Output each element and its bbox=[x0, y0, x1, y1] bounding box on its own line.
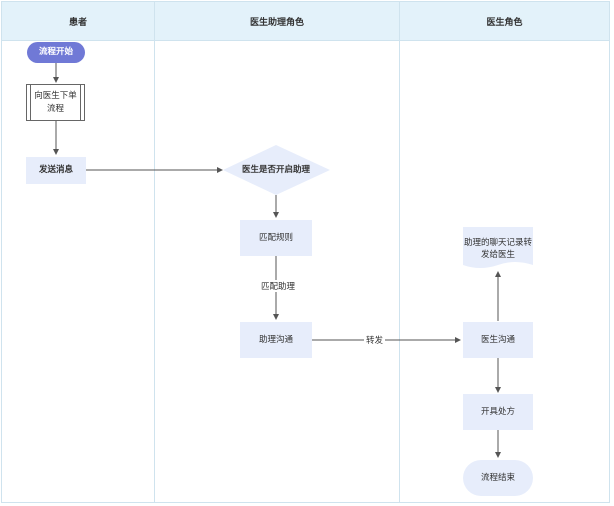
end-node[interactable]: 流程结束 bbox=[463, 460, 533, 496]
decision-label[interactable]: 医生是否开启助理 bbox=[241, 164, 310, 175]
decision-diamond bbox=[223, 145, 330, 195]
lane-divider-1 bbox=[154, 2, 155, 503]
doctor-comm-node[interactable]: 医生沟通 bbox=[463, 322, 533, 358]
match-rule-node[interactable]: 匹配规则 bbox=[240, 220, 312, 256]
lane-header-patient: 患者 bbox=[2, 2, 154, 40]
lane-header-doctor: 医生角色 bbox=[400, 2, 609, 40]
send-message-node[interactable]: 发送消息 bbox=[26, 157, 86, 184]
match-assistant-label: 匹配助理 bbox=[259, 280, 298, 292]
lane-header-assistant: 医生助理角色 bbox=[155, 2, 399, 40]
header-divider bbox=[2, 40, 609, 41]
start-node[interactable]: 流程开始 bbox=[27, 42, 85, 63]
prescribe-node[interactable]: 开具处方 bbox=[463, 394, 533, 430]
lane-divider-2 bbox=[399, 2, 400, 503]
forward-label: 转发 bbox=[364, 334, 386, 346]
assistant-comm-node[interactable]: 助理沟通 bbox=[240, 322, 312, 358]
order-subprocess[interactable]: 向医生下单 流程 bbox=[26, 84, 85, 121]
document-shape bbox=[463, 227, 533, 268]
forward-document-node[interactable]: 助理的聊天记录转 发给医生 bbox=[463, 237, 532, 260]
